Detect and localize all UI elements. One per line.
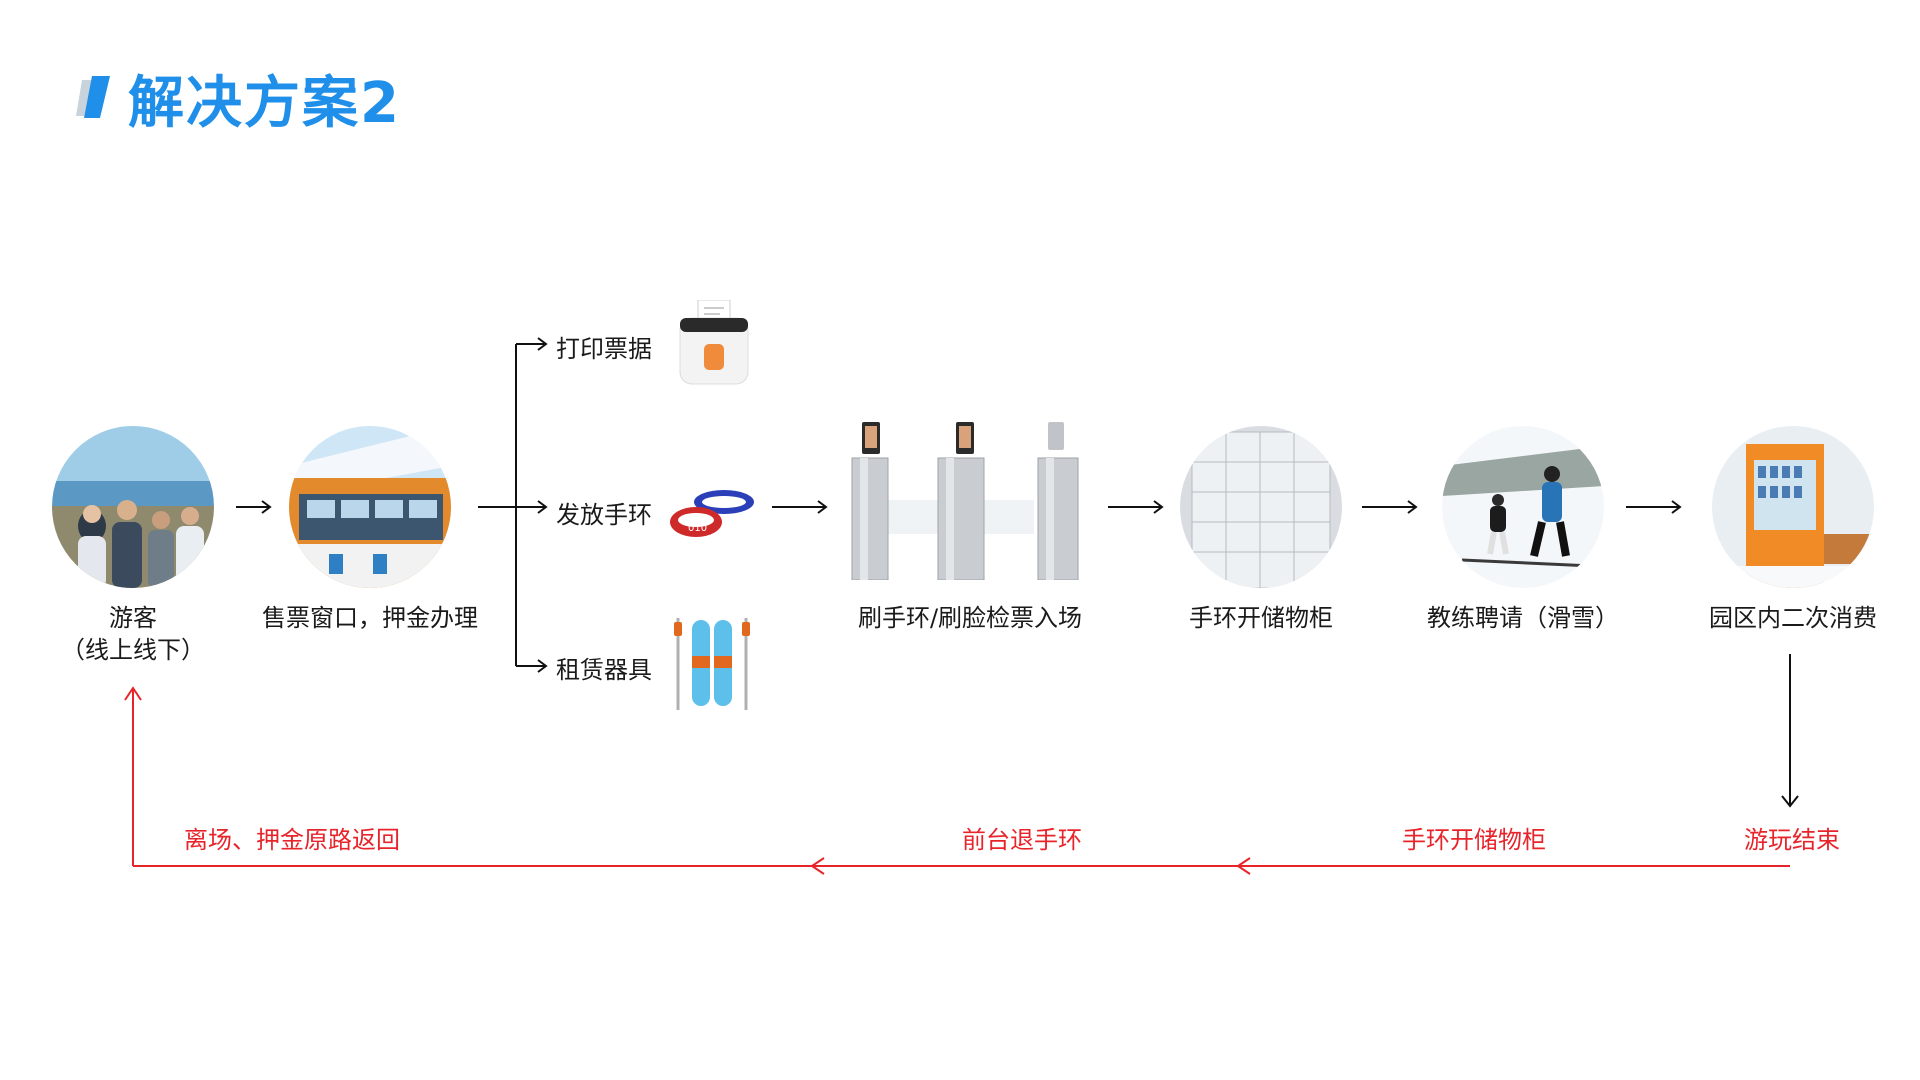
return-band-label: 前台退手环 [962,826,1082,854]
gate-label: 刷手环/刷脸检票入场 [857,604,1083,632]
vending-machine-photo [1712,426,1874,588]
page-title: 解决方案2 [128,71,401,136]
arrowhead-coach-to-consume [1671,500,1682,514]
title-accent-icon [76,76,110,118]
visitor-label: 游客 [109,604,157,632]
visitor-photo [52,426,214,588]
branch-wristband-label: 发放手环 [556,501,652,529]
arrowhead-branch-print [537,337,548,351]
turnstile-gate-image [848,420,1092,580]
arrowhead-branch-wristband [537,500,548,514]
branch-print-label: 打印票据 [556,335,652,363]
visitor-sublabel: （线上线下） [61,636,205,664]
return-leave-label: 离场、押金原路返回 [184,826,400,854]
receipt-printer-image [676,300,752,386]
return-locker-label: 手环开储物柜 [1402,826,1546,854]
ticket-window-label: 售票窗口，押金办理 [262,604,478,632]
arrowhead-branch-rental [537,659,548,673]
arrowhead-gate-to-locker [1153,500,1164,514]
consume-label: 园区内二次消费 [1709,604,1877,632]
locker-label: 手环开储物柜 [1189,604,1333,632]
arrowhead-visitor-to-ticket [261,500,272,514]
return-arrowhead-locker [1236,857,1251,875]
ticket-window-photo [289,426,451,588]
arrowhead-locker-to-coach [1407,500,1418,514]
wristband-red-mark: 010 [688,523,707,534]
branch-rental-label: 租赁器具 [556,656,652,684]
locker-photo [1180,426,1342,588]
ski-equipment-image [670,614,754,712]
arrowhead-consume-to-end [1781,795,1799,808]
coach-label: 教练聘请（滑雪） [1427,604,1619,632]
coach-photo [1442,426,1604,588]
return-end-label: 游玩结束 [1744,826,1840,854]
arrowhead-wristband-to-gate [817,500,828,514]
wristband-image: 010 030 [668,486,756,540]
wristband-blue-mark: 030 [714,496,729,505]
return-arrowhead-visitor [124,686,142,701]
return-arrowhead-band [810,857,825,875]
